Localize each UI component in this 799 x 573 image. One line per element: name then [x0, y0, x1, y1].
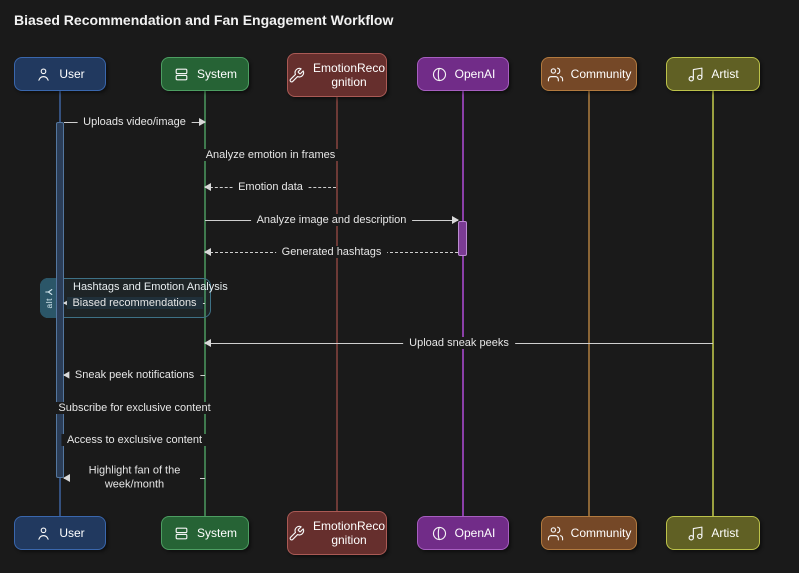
message-label: Emotion data [232, 181, 309, 193]
message-label: Uploads video/image [77, 116, 192, 128]
message-label: Subscribe for exclusive content [52, 402, 217, 414]
openai-circle-icon [432, 526, 446, 540]
branch-icon [44, 288, 52, 295]
message-label: Biased recommendations [66, 297, 203, 309]
actor-system-top: System [161, 57, 249, 91]
arrowhead-icon [63, 371, 70, 379]
message-label: Upload sneak peeks [403, 337, 515, 349]
actor-community-bottom: Community [541, 516, 637, 550]
alt-fragment-label: alt [43, 297, 54, 309]
person-icon [38, 526, 49, 540]
arrowhead-icon [452, 216, 459, 224]
actor-label: EmotionRecognition [312, 60, 386, 89]
alt-fragment-title: Hashtags and Emotion Analysis [73, 281, 228, 293]
actor-label: EmotionRecognition [312, 518, 386, 547]
actor-emotionrecognition-bottom: EmotionRecognition [287, 511, 387, 555]
arrowhead-icon [63, 474, 70, 482]
message-label: Access to exclusive content [60, 434, 209, 446]
actor-community-top: Community [541, 57, 637, 91]
activation-openai [458, 221, 467, 256]
actor-label: OpenAI [454, 526, 496, 540]
message-label: Analyze emotion in frames [199, 149, 342, 161]
actor-artist-top: Artist [666, 57, 760, 91]
message-label: Highlight fan of the week/month [69, 463, 200, 493]
server-stack-icon [175, 527, 188, 539]
message-label: Sneak peek notifications [68, 369, 201, 381]
actor-label: User [59, 526, 85, 540]
actor-artist-bottom: Artist [666, 516, 760, 550]
actor-system-bottom: System [161, 516, 249, 550]
lifeline-community [588, 91, 590, 516]
people-icon [547, 526, 563, 540]
actor-label: System [196, 67, 237, 81]
arrowhead-icon [204, 339, 211, 347]
actor-label: System [196, 526, 237, 540]
diagram-title: Biased Recommendation and Fan Engagement… [14, 12, 394, 28]
arrowhead-icon [199, 118, 206, 126]
actor-label: User [59, 67, 85, 81]
lifeline-openai [462, 91, 464, 516]
actor-user-top: User [14, 57, 106, 91]
message-label: Generated hashtags [275, 246, 388, 258]
people-icon [547, 67, 563, 81]
server-stack-icon [175, 68, 188, 80]
actor-label: Artist [711, 526, 739, 540]
actor-label: Community [570, 526, 632, 540]
actor-openai-top: OpenAI [417, 57, 509, 91]
arrowhead-icon [204, 183, 211, 191]
message-label: Analyze image and description [250, 214, 413, 226]
music-note-icon [688, 526, 703, 540]
lifeline-emotionrecognition [336, 91, 338, 516]
actor-label: Artist [711, 67, 739, 81]
arrowhead-icon [204, 248, 211, 256]
person-icon [38, 67, 49, 81]
lifeline-artist [712, 91, 714, 516]
actor-emotionrecognition-top: EmotionRecognition [287, 53, 387, 97]
actor-openai-bottom: OpenAI [417, 516, 509, 550]
alt-fragment-tab: alt [40, 278, 57, 318]
actor-user-bottom: User [14, 516, 106, 550]
music-note-icon [688, 67, 703, 81]
actor-label: OpenAI [454, 67, 496, 81]
openai-circle-icon [432, 67, 446, 81]
lifeline-system [204, 91, 206, 516]
wrench-icon [289, 67, 305, 82]
actor-label: Community [570, 67, 632, 81]
wrench-icon [289, 525, 305, 540]
